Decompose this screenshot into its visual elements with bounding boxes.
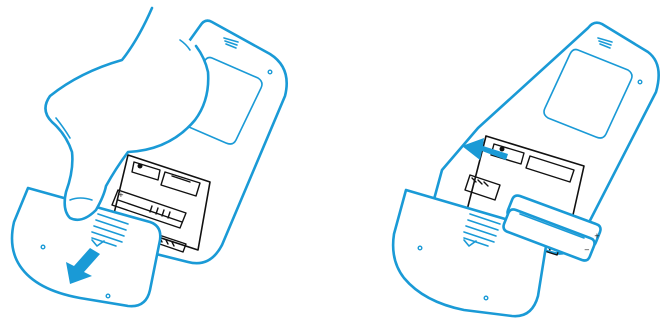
battery-plus-mark: + — [594, 232, 600, 240]
indicator-dot-right — [638, 80, 642, 84]
cover-screw-dot-right-2 — [484, 296, 488, 300]
panel-insert-batteries: + − — [393, 23, 659, 317]
cover-screw-dot-right — [418, 246, 422, 250]
panel-open-cover: + — [12, 8, 287, 306]
battery-minus-mark: − — [584, 246, 590, 254]
cover-screw-dot — [41, 245, 45, 249]
spring-contact-icon-right — [500, 147, 505, 152]
cover-screw-dot-2 — [106, 294, 110, 298]
polarity-plus-mark: + — [118, 191, 124, 199]
indicator-dot — [268, 70, 272, 74]
spring-contact-icon — [138, 164, 143, 169]
